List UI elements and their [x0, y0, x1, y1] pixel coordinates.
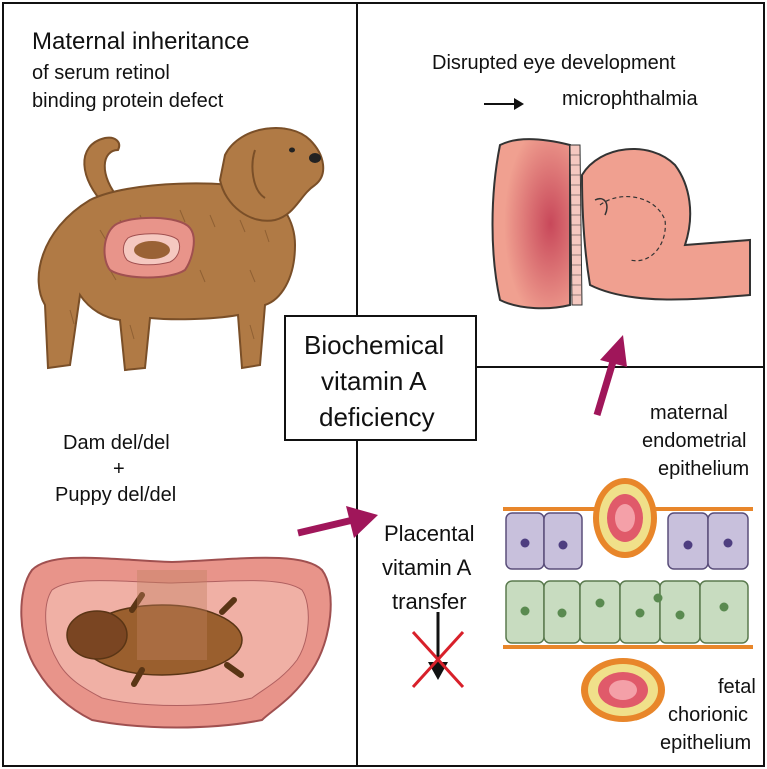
- eye-development-illustration: [490, 135, 760, 315]
- center-box-line1: Biochemical: [304, 330, 444, 361]
- maternal-inheritance-title: Maternal inheritance: [32, 28, 249, 56]
- dam-genotype-label: Dam del/del: [63, 432, 170, 455]
- maternal-inheritance-line2: of serum retinol: [32, 62, 170, 85]
- uterus-puppy-illustration: [12, 530, 342, 740]
- chorionic-label: chorionic: [668, 704, 748, 727]
- endometrial-label: endometrial: [642, 430, 747, 453]
- maternal-label: maternal: [650, 402, 728, 425]
- maternal-inheritance-line3: binding protein defect: [32, 90, 223, 113]
- microphthalmia-label: microphthalmia: [562, 88, 698, 111]
- puppy-genotype-label: Puppy del/del: [55, 484, 176, 507]
- placental-label: Placental: [384, 521, 475, 547]
- vitamin-a-label: vitamin A: [382, 555, 471, 581]
- upward-magenta-arrow: [575, 335, 635, 425]
- right-magenta-arrow: [298, 503, 378, 553]
- center-box-line3: deficiency: [319, 402, 435, 433]
- disrupted-eye-development-label: Disrupted eye development: [432, 52, 675, 75]
- blocked-transfer-icon: [408, 612, 468, 692]
- epithelium-label-bottom: epithelium: [660, 732, 751, 755]
- fetal-label: fetal: [718, 676, 756, 699]
- small-arrow-icon: [484, 96, 524, 112]
- genotype-plus-sign: +: [113, 458, 125, 481]
- center-box-line2: vitamin A: [321, 366, 427, 397]
